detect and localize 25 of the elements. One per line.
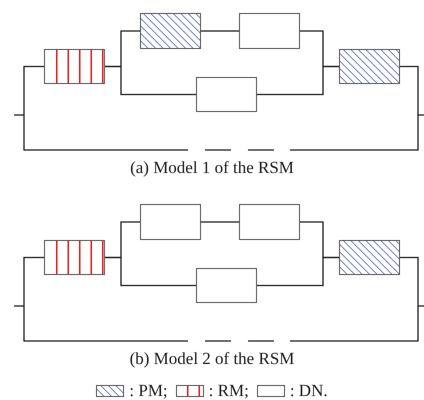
connector-line [201, 30, 239, 32]
legend-text: : RM; [208, 381, 249, 400]
module-block [239, 13, 300, 49]
hatched-module-block [140, 13, 201, 49]
module-block [239, 204, 300, 240]
hatched-module-block [339, 240, 400, 275]
module-block [196, 77, 257, 112]
figure-caption: (b) Model 2 of the RSM [130, 349, 294, 368]
connector-line [257, 256, 339, 286]
repair-module-block [44, 240, 105, 275]
connector-line [400, 66, 424, 116]
connector-line [14, 66, 44, 116]
legend-text: : PM; [129, 381, 168, 400]
connector-line [400, 256, 424, 307]
connector-line [257, 66, 339, 96]
connector-line [201, 221, 239, 223]
connector-line [105, 66, 196, 96]
figure-caption: (a) Model 1 of the RSM [130, 158, 294, 177]
repair-module-block [44, 49, 105, 84]
connector-line [14, 256, 44, 307]
module-block [196, 268, 257, 303]
hatched-module-block [339, 49, 400, 84]
legend-text: : DN. [290, 381, 328, 400]
module-block [140, 204, 201, 240]
connector-line [105, 256, 196, 286]
